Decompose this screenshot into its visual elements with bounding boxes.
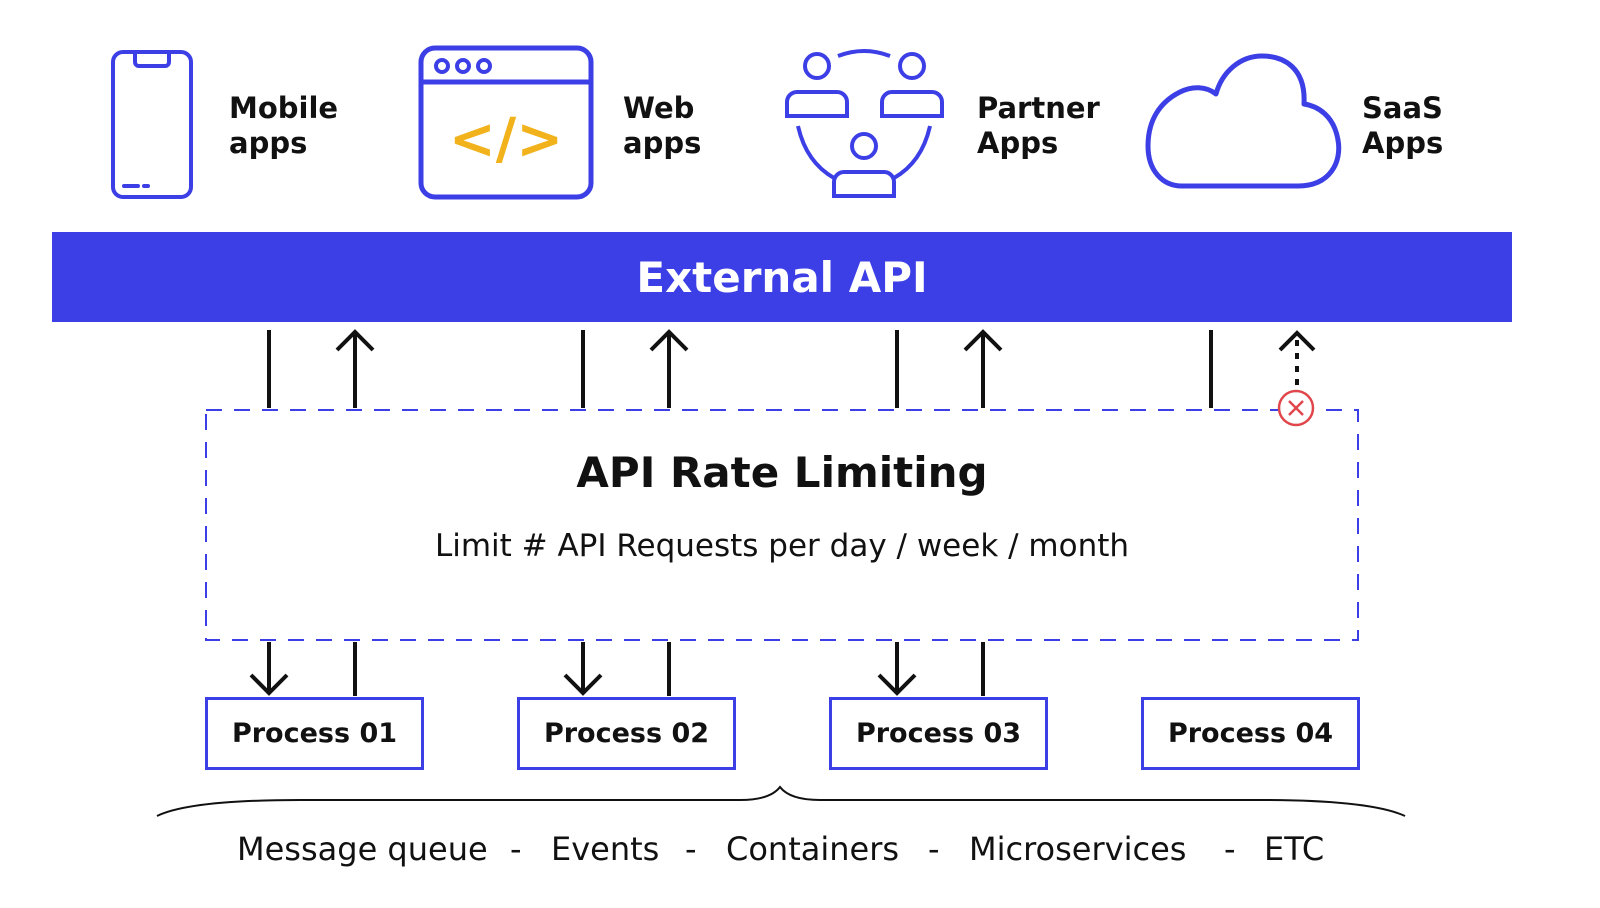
client-label-line2: apps	[229, 126, 308, 160]
response-arrowhead-01	[335, 329, 375, 352]
footer-item-containers: Containers	[726, 830, 900, 868]
partner-group-icon	[785, 49, 944, 198]
response-arrowhead-02	[649, 329, 689, 352]
browser-code-icon: </>	[418, 45, 594, 200]
process-label: Process 02	[543, 718, 710, 749]
footer-separator: -	[1224, 830, 1236, 868]
process-box-01: Process 01	[205, 697, 424, 770]
rate-limiter-title: API Rate Limiting	[576, 448, 988, 497]
footer-item-events: Events	[551, 830, 660, 868]
client-label-line1: SaaS	[1362, 91, 1443, 125]
process-arrows	[249, 642, 985, 696]
process-label: Process 04	[1167, 718, 1334, 749]
process-label: Process 01	[231, 718, 398, 749]
mobile-phone-icon	[111, 50, 193, 199]
down-arrowhead-03	[877, 673, 917, 696]
footer-item-microservices: Microservices	[969, 830, 1187, 868]
rate-limiter-border	[205, 409, 1359, 641]
cloud-icon	[1145, 53, 1342, 189]
client-label-web: Web apps	[623, 91, 701, 161]
process-box-02: Process 02	[517, 697, 736, 770]
footer-separator: -	[928, 830, 940, 868]
client-label-line1: Web	[623, 91, 695, 125]
process-box-03: Process 03	[829, 697, 1048, 770]
client-label-line2: apps	[623, 126, 702, 160]
curly-brace	[156, 785, 1406, 817]
footer-separator: -	[685, 830, 697, 868]
footer-separator: -	[510, 830, 522, 868]
external-api-label: External API	[636, 252, 928, 302]
blocked-response-arrowhead-04	[1278, 330, 1316, 352]
process-label: Process 03	[855, 718, 1022, 749]
process-box-04: Process 04	[1141, 697, 1360, 770]
footer-item-message-queue: Message queue	[237, 830, 488, 868]
client-label-line1: Mobile	[229, 91, 339, 125]
client-label-saas: SaaS Apps	[1362, 91, 1443, 161]
code-symbol: </>	[449, 107, 563, 172]
rate-limiter-subtitle: Limit # API Requests per day / week / mo…	[434, 528, 1130, 564]
api-arrows	[267, 329, 1316, 408]
footer-item-etc: ETC	[1264, 830, 1325, 868]
client-label-line2: Apps	[977, 126, 1059, 160]
blocked-x-icon	[1277, 389, 1315, 427]
client-label-line1: Partner	[977, 91, 1100, 125]
down-arrowhead-01	[249, 673, 289, 696]
down-arrowhead-02	[563, 673, 603, 696]
client-label-line2: Apps	[1362, 126, 1444, 160]
response-arrowhead-03	[963, 329, 1003, 352]
external-api-banner: External API	[52, 232, 1512, 322]
technology-footer: Message queue - Events - Containers - Mi…	[0, 830, 1600, 874]
client-label-partner: Partner Apps	[977, 91, 1100, 161]
client-label-mobile: Mobile apps	[229, 91, 338, 161]
